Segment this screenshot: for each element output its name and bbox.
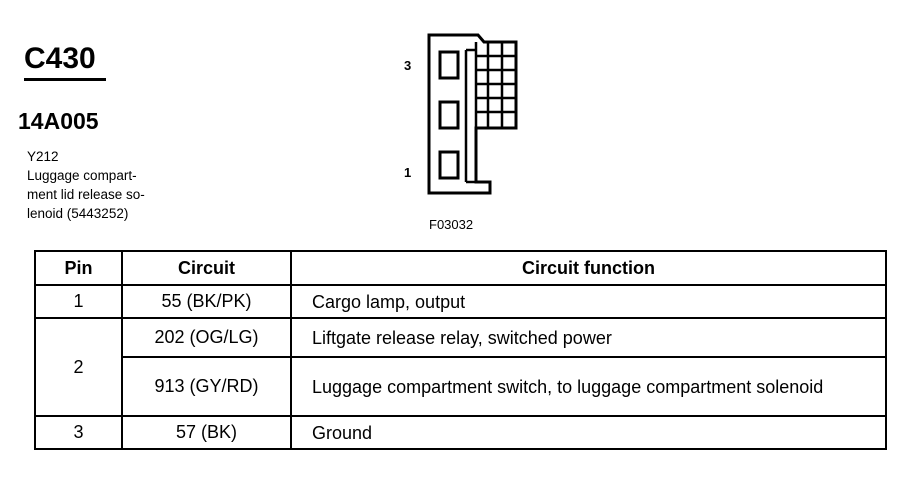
function-cell: Liftgate release relay, switched power [290,317,887,358]
pin-cavity-3 [438,50,460,80]
connector-face-diagram [427,33,518,195]
table-row: 1 55 (BK/PK) Cargo lamp, output [34,284,887,319]
pin-cell: 1 [34,284,123,319]
table-header-row: Pin Circuit Circuit function [34,250,887,286]
table-row: 2 202 (OG/LG) Liftgate release relay, sw… [34,317,887,417]
latch-grid [464,42,516,184]
header-circuit-function: Circuit function [290,250,887,286]
table-row: 3 57 (BK) Ground [34,415,887,450]
circuit-cell: 57 (BK) [121,415,292,450]
function-cell: Cargo lamp, output [290,284,887,319]
pin-cavity-2 [438,100,460,130]
pin-3-label: 3 [404,58,412,73]
title-underline [24,78,106,81]
pin-cell: 3 [34,415,123,450]
header-pin: Pin [34,250,123,286]
circuit-cell: 202 (OG/LG) [121,317,292,358]
circuit-cell: 913 (GY/RD) [121,356,292,417]
connector-id: C430 [24,42,96,75]
table-row: 913 (GY/RD) Luggage compartment switch, … [35,356,887,417]
function-cell: Luggage compartment switch, to luggage c… [290,356,887,417]
pin-cavity-1 [438,150,460,180]
part-number: 14A005 [18,108,99,134]
pin-1-label: 1 [404,165,412,180]
pin-table: Pin Circuit Circuit function 1 55 (BK/PK… [34,250,887,450]
component-description: Y212 Luggage compart- ment lid release s… [27,149,145,221]
header-circuit: Circuit [121,250,292,286]
circuit-cell: 55 (BK/PK) [121,284,292,319]
figure-id: F03032 [429,217,474,232]
pin-cell: 2 [34,317,123,417]
function-cell: Ground [290,415,887,450]
